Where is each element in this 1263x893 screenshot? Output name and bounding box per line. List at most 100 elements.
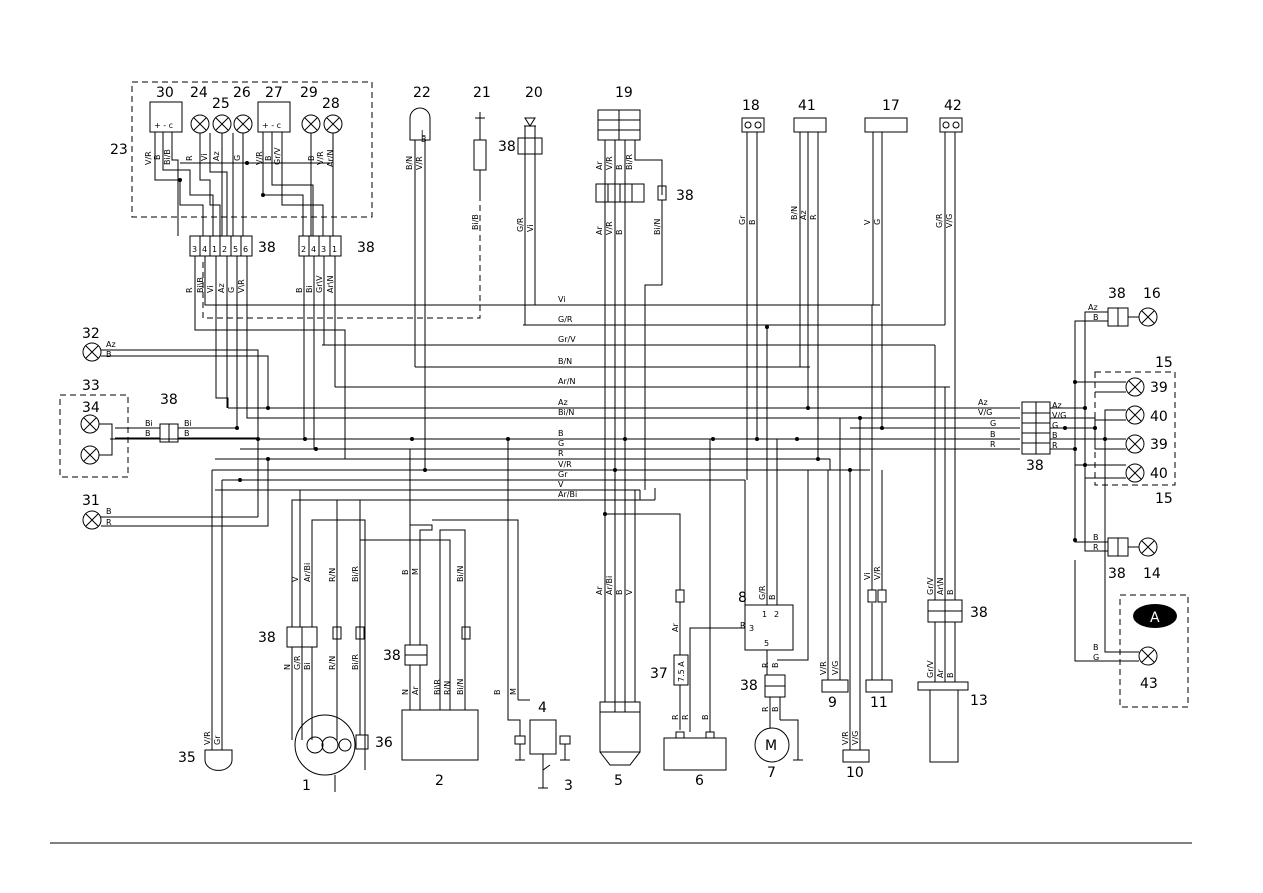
- component-number-39: 39: [1150, 380, 1168, 396]
- svg-text:B: B: [771, 707, 780, 713]
- svg-text:Bi/N: Bi/N: [653, 219, 662, 235]
- turn-signals-15: 15 15 39 40 39 40: [1074, 355, 1173, 507]
- svg-text:Bi: Bi: [305, 285, 314, 293]
- svg-text:B: B: [153, 155, 162, 161]
- bus-label: G/R: [558, 315, 573, 324]
- bus-label: G: [558, 439, 564, 448]
- component-number-27: 27: [265, 85, 283, 101]
- component-number-31: 31: [82, 493, 100, 509]
- turn-signal-group-box: [1094, 371, 1176, 486]
- svg-text:4: 4: [311, 245, 316, 254]
- right-connector-38: 38 Az V/G G B R: [1021, 401, 1105, 474]
- bus-label: Gr/V: [558, 335, 576, 344]
- component-number-38: 38: [1026, 458, 1044, 474]
- component-number-11: 11: [870, 695, 888, 711]
- dash-wire-labels: V/R B Bi/B R Vi Az G V/R B Gr/V B V/R Ar…: [144, 147, 335, 167]
- svg-text:R: R: [185, 287, 194, 293]
- component-number-21: 21: [473, 85, 491, 101]
- svg-text:V/G: V/G: [1052, 411, 1066, 420]
- svg-text:V: V: [291, 576, 300, 582]
- bus-label: G: [990, 419, 996, 428]
- svg-text:Bi\R: Bi\R: [433, 679, 442, 695]
- component-number-39: 39: [1150, 437, 1168, 453]
- svg-text:3: 3: [749, 624, 754, 633]
- brake-switch-9: 9 V/R V/G: [819, 417, 850, 711]
- svg-text:Ar\N: Ar\N: [936, 578, 945, 595]
- svg-text:V/R: V/R: [605, 221, 614, 235]
- component-number-4: 4: [538, 700, 547, 716]
- bus-label: R: [558, 449, 564, 458]
- component-number-34: 34: [82, 400, 100, 416]
- svg-text:N: N: [401, 689, 410, 695]
- svg-text:R: R: [740, 621, 746, 630]
- svg-text:B: B: [106, 507, 112, 516]
- svg-text:M: M: [509, 688, 518, 695]
- svg-text:B: B: [748, 220, 757, 226]
- component-number-18: 18: [742, 98, 760, 114]
- component-number-32: 32: [82, 326, 100, 342]
- bus-label: Az: [978, 398, 988, 407]
- svg-text:Ar: Ar: [936, 669, 945, 678]
- component-number-38: 38: [498, 139, 516, 155]
- svg-text:B: B: [493, 690, 502, 696]
- bus-label: B: [990, 430, 996, 439]
- relay-27: [257, 101, 291, 133]
- bus-labels: Vi G/R Gr/V B/N Ar/N Az Bi/N B G R V/R G…: [558, 295, 996, 499]
- svg-text:V/R: V/R: [415, 156, 424, 170]
- component-number-29: 29: [300, 85, 318, 101]
- switch-42: 42 G/R V/G: [935, 98, 963, 600]
- svg-text:B: B: [184, 429, 190, 438]
- svg-text:V/R: V/R: [605, 156, 614, 170]
- svg-text:R: R: [1052, 441, 1058, 450]
- svg-text:3: 3: [321, 245, 326, 254]
- component-number-8: 8: [738, 590, 747, 606]
- svg-text:R: R: [671, 714, 680, 720]
- lamp-35: 35 V/R Gr: [178, 469, 240, 771]
- bus-label: Gr: [558, 470, 568, 479]
- component-number-10: 10: [846, 765, 864, 781]
- bus-label: Az: [558, 398, 568, 407]
- svg-text:V/G: V/G: [945, 214, 954, 228]
- svg-text:Gr: Gr: [738, 215, 747, 225]
- component-number-1: 1: [302, 778, 311, 794]
- svg-text:Az: Az: [212, 151, 221, 161]
- component-number-15: 15: [1155, 355, 1173, 371]
- svg-text:2: 2: [222, 245, 227, 254]
- svg-text:V/R: V/R: [841, 731, 850, 745]
- svg-text:Bi: Bi: [303, 662, 312, 670]
- svg-text:Ar: Ar: [671, 623, 680, 632]
- svg-text:B: B: [307, 156, 316, 162]
- svg-text:G/R: G/R: [935, 213, 944, 228]
- svg-text:B: B: [615, 165, 624, 171]
- svg-text:V: V: [625, 589, 634, 595]
- component-number-25: 25: [212, 96, 230, 112]
- svg-text:1: 1: [212, 245, 217, 254]
- lamp-31: 31 B R: [82, 459, 269, 530]
- svg-text:6: 6: [243, 245, 248, 254]
- svg-text:7.5 A: 7.5 A: [677, 661, 686, 682]
- svg-text:5: 5: [764, 639, 769, 648]
- svg-text:Vi: Vi: [863, 572, 872, 580]
- svg-text:Az: Az: [799, 210, 808, 220]
- svg-text:Bi\B: Bi\B: [196, 277, 205, 293]
- svg-text:Az: Az: [1052, 401, 1062, 410]
- svg-text:R: R: [185, 155, 194, 161]
- switch-19: 19 38 Ar V/R B Bi/R Ar V/R B Bi/N: [595, 85, 694, 530]
- svg-text:+ - c: + - c: [154, 121, 173, 130]
- svg-text:R: R: [681, 714, 690, 720]
- svg-text:Ar: Ar: [411, 686, 420, 695]
- svg-text:B: B: [768, 595, 777, 601]
- option-a-badge: [1133, 604, 1177, 628]
- svg-text:V: V: [863, 219, 872, 225]
- svg-text:2: 2: [301, 245, 306, 254]
- svg-text:1: 1: [332, 245, 337, 254]
- svg-text:B: B: [145, 429, 151, 438]
- bus-wires: [110, 304, 1020, 501]
- connector-38-b: 2 4 3 1 38: [298, 235, 375, 257]
- svg-text:B: B: [264, 156, 273, 162]
- component-number-5: 5: [614, 773, 623, 789]
- lamp-32: 32 Az B: [82, 326, 269, 439]
- svg-text:B: B: [701, 715, 710, 721]
- fuse-37: [673, 654, 689, 686]
- lamp-icon: [301, 114, 343, 134]
